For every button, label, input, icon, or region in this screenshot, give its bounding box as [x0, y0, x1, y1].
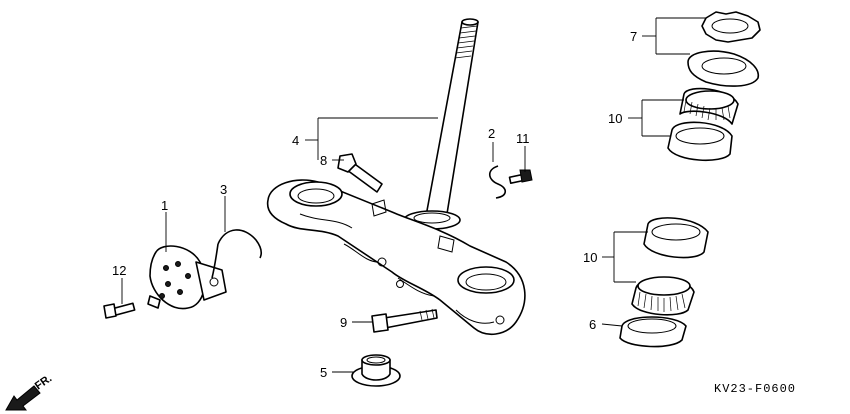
diagram-code: KV23-F0600: [714, 382, 796, 396]
bolt-8: [337, 153, 383, 193]
callout-10-upper: 10: [608, 111, 622, 126]
callout-6: 6: [589, 317, 596, 332]
callout-10-lower: 10: [583, 250, 597, 265]
upper-race-washer: [687, 50, 760, 87]
leader-lines: [121, 17, 706, 373]
front-direction-indicator: FR.: [5, 372, 54, 411]
callout-5: 5: [320, 365, 327, 380]
callout-4: 4: [292, 133, 299, 148]
steering-stem-assembly: [266, 18, 526, 335]
callout-12: 12: [112, 263, 126, 278]
dust-seal-5: [351, 354, 401, 387]
small-bolt-11: [508, 169, 533, 184]
lock-nut-7: [701, 11, 761, 43]
lower-bearing-10: [631, 276, 695, 316]
callout-11: 11: [516, 131, 530, 146]
callout-labels: 1 2 3 4 5 6 7 8 9 10 10 11 12: [112, 29, 637, 380]
steering-damper-1: [147, 245, 227, 310]
wire-clip-3: [211, 229, 262, 279]
callout-9: 9: [340, 315, 347, 330]
callout-8: 8: [320, 153, 327, 168]
retaining-clip-2: [488, 165, 507, 199]
callout-3: 3: [220, 182, 227, 197]
upper-bearing-10: [679, 87, 739, 125]
front-arrow-icon: [5, 385, 41, 411]
callout-7: 7: [630, 29, 637, 44]
callout-1: 1: [161, 198, 168, 213]
callout-2: 2: [488, 126, 495, 141]
lower-outer-race: [643, 217, 709, 259]
dust-seal-6: [619, 316, 687, 348]
bolt-12: [103, 302, 136, 319]
long-bolt-9: [371, 308, 438, 333]
upper-outer-race: [667, 121, 733, 162]
